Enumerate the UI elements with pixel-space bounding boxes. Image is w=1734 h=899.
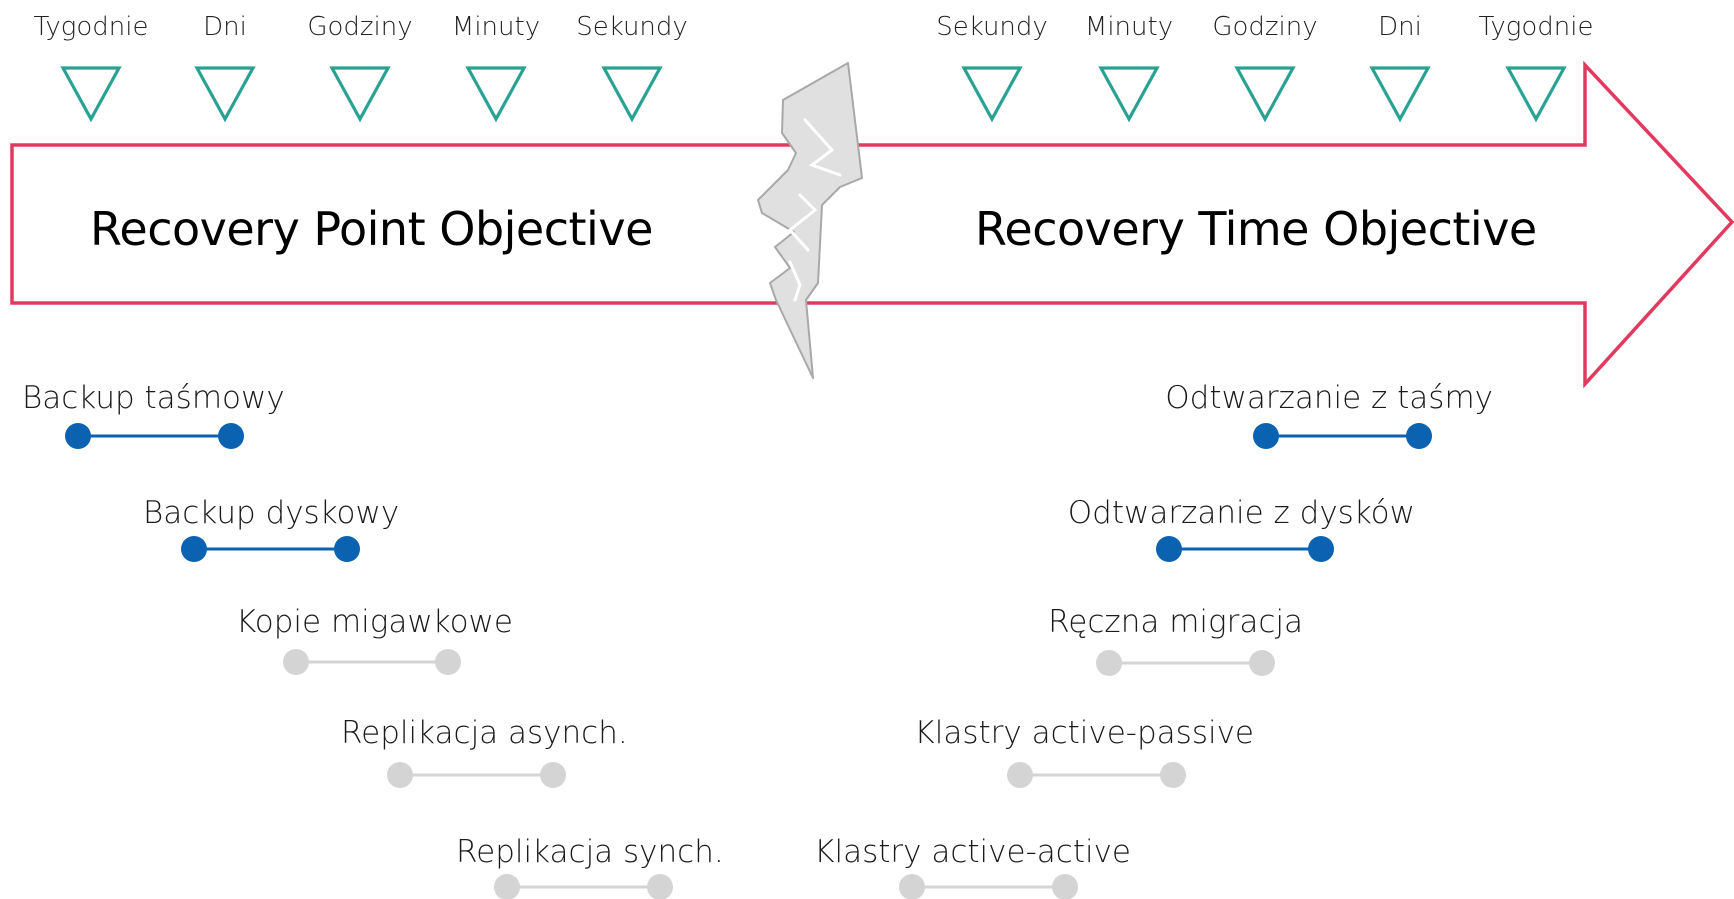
rto-technology-label: Odtwarzanie z taśmy	[1165, 380, 1493, 416]
rpo-timescale: Tygodnie Dni Godziny Minuty Sekundy	[34, 12, 688, 123]
rto-range-start-dot	[1096, 650, 1122, 676]
rpo-range-end-dot	[218, 423, 244, 449]
rpo-range-end-dot	[540, 762, 566, 788]
rto-range-start-dot	[1253, 423, 1279, 449]
rpo-technology-item: Backup taśmowy	[22, 380, 285, 449]
rto-range-start-dot	[1007, 762, 1033, 788]
rpo-technology-item: Replikacja asynch.	[341, 715, 628, 788]
rto-tick-label: Dni	[1378, 12, 1422, 42]
rto-range-start-dot	[899, 874, 925, 899]
rto-technology-item: Odtwarzanie z taśmy	[1165, 380, 1493, 449]
rpo-tick-marker-icon	[601, 66, 663, 123]
rto-range-end-dot	[1249, 650, 1275, 676]
rto-tick-label: Sekundy	[936, 12, 1048, 42]
rto-technology-label: Klastry active-active	[814, 834, 1131, 870]
rto-technology-item: Odtwarzanie z dysków	[1068, 495, 1415, 562]
rpo-technology-label: Backup taśmowy	[22, 380, 285, 416]
rpo-title: Recovery Point Objective	[90, 202, 653, 256]
rto-tick-label: Minuty	[1085, 12, 1173, 42]
rto-range-end-dot	[1308, 536, 1334, 562]
rto-technology-item: Ręczna migracja	[1048, 604, 1303, 676]
rto-tick-label: Godziny	[1212, 12, 1317, 42]
rpo-tick-marker-icon	[194, 66, 256, 123]
rto-tick-marker-icon	[1098, 66, 1160, 123]
rto-technology-label: Klastry active-passive	[914, 715, 1254, 751]
rto-tick-marker-icon	[1234, 66, 1296, 123]
rto-title: Recovery Time Objective	[975, 202, 1537, 256]
rpo-technology-item: Replikacja synch.	[456, 834, 724, 899]
rpo-technology-label: Kopie migawkowe	[236, 604, 513, 640]
rto-range-end-dot	[1160, 762, 1186, 788]
rto-range-start-dot	[1156, 536, 1182, 562]
rto-tick-marker-icon	[1369, 66, 1431, 123]
rto-technology-label: Ręczna migracja	[1048, 604, 1303, 640]
rto-range-end-dot	[1406, 423, 1432, 449]
rpo-range-start-dot	[283, 649, 309, 675]
rpo-technology-item: Backup dyskowy	[143, 495, 399, 562]
rto-tick-marker-icon	[1505, 66, 1567, 123]
rpo-range-end-dot	[647, 874, 673, 899]
rpo-range-start-dot	[387, 762, 413, 788]
rpo-tick-label: Tygodnie	[34, 12, 149, 42]
rto-timescale: Sekundy Minuty Godziny Dni Tygodnie	[936, 12, 1594, 123]
rpo-tick-label: Sekundy	[576, 12, 688, 42]
rto-tick-label: Tygodnie	[1479, 12, 1594, 42]
rto-technology-item: Klastry active-active	[814, 834, 1131, 899]
rpo-technology-item: Kopie migawkowe	[236, 604, 513, 675]
timeline-arrow	[10, 60, 1734, 389]
rpo-technology-label: Replikacja asynch.	[341, 715, 628, 751]
rpo-range-start-dot	[181, 536, 207, 562]
rto-range-end-dot	[1052, 874, 1078, 899]
rpo-range-end-dot	[334, 536, 360, 562]
rpo-range-start-dot	[494, 874, 520, 899]
rpo-tick-label: Dni	[203, 12, 247, 42]
rpo-tick-marker-icon	[329, 66, 391, 123]
rpo-range-start-dot	[65, 423, 91, 449]
rpo-technology-label: Replikacja synch.	[456, 834, 724, 870]
rto-tick-marker-icon	[961, 66, 1023, 123]
rpo-range-end-dot	[435, 649, 461, 675]
rpo-tick-marker-icon	[465, 66, 527, 123]
rpo-technology-label: Backup dyskowy	[143, 495, 399, 531]
rto-technology-item: Klastry active-passive	[914, 715, 1254, 788]
lightning-bolt-icon	[757, 62, 863, 379]
rto-technology-label: Odtwarzanie z dysków	[1068, 495, 1415, 531]
rpo-tick-label: Minuty	[452, 12, 540, 42]
rpo-tick-label: Godziny	[307, 12, 412, 42]
rpo-tick-marker-icon	[60, 66, 122, 123]
